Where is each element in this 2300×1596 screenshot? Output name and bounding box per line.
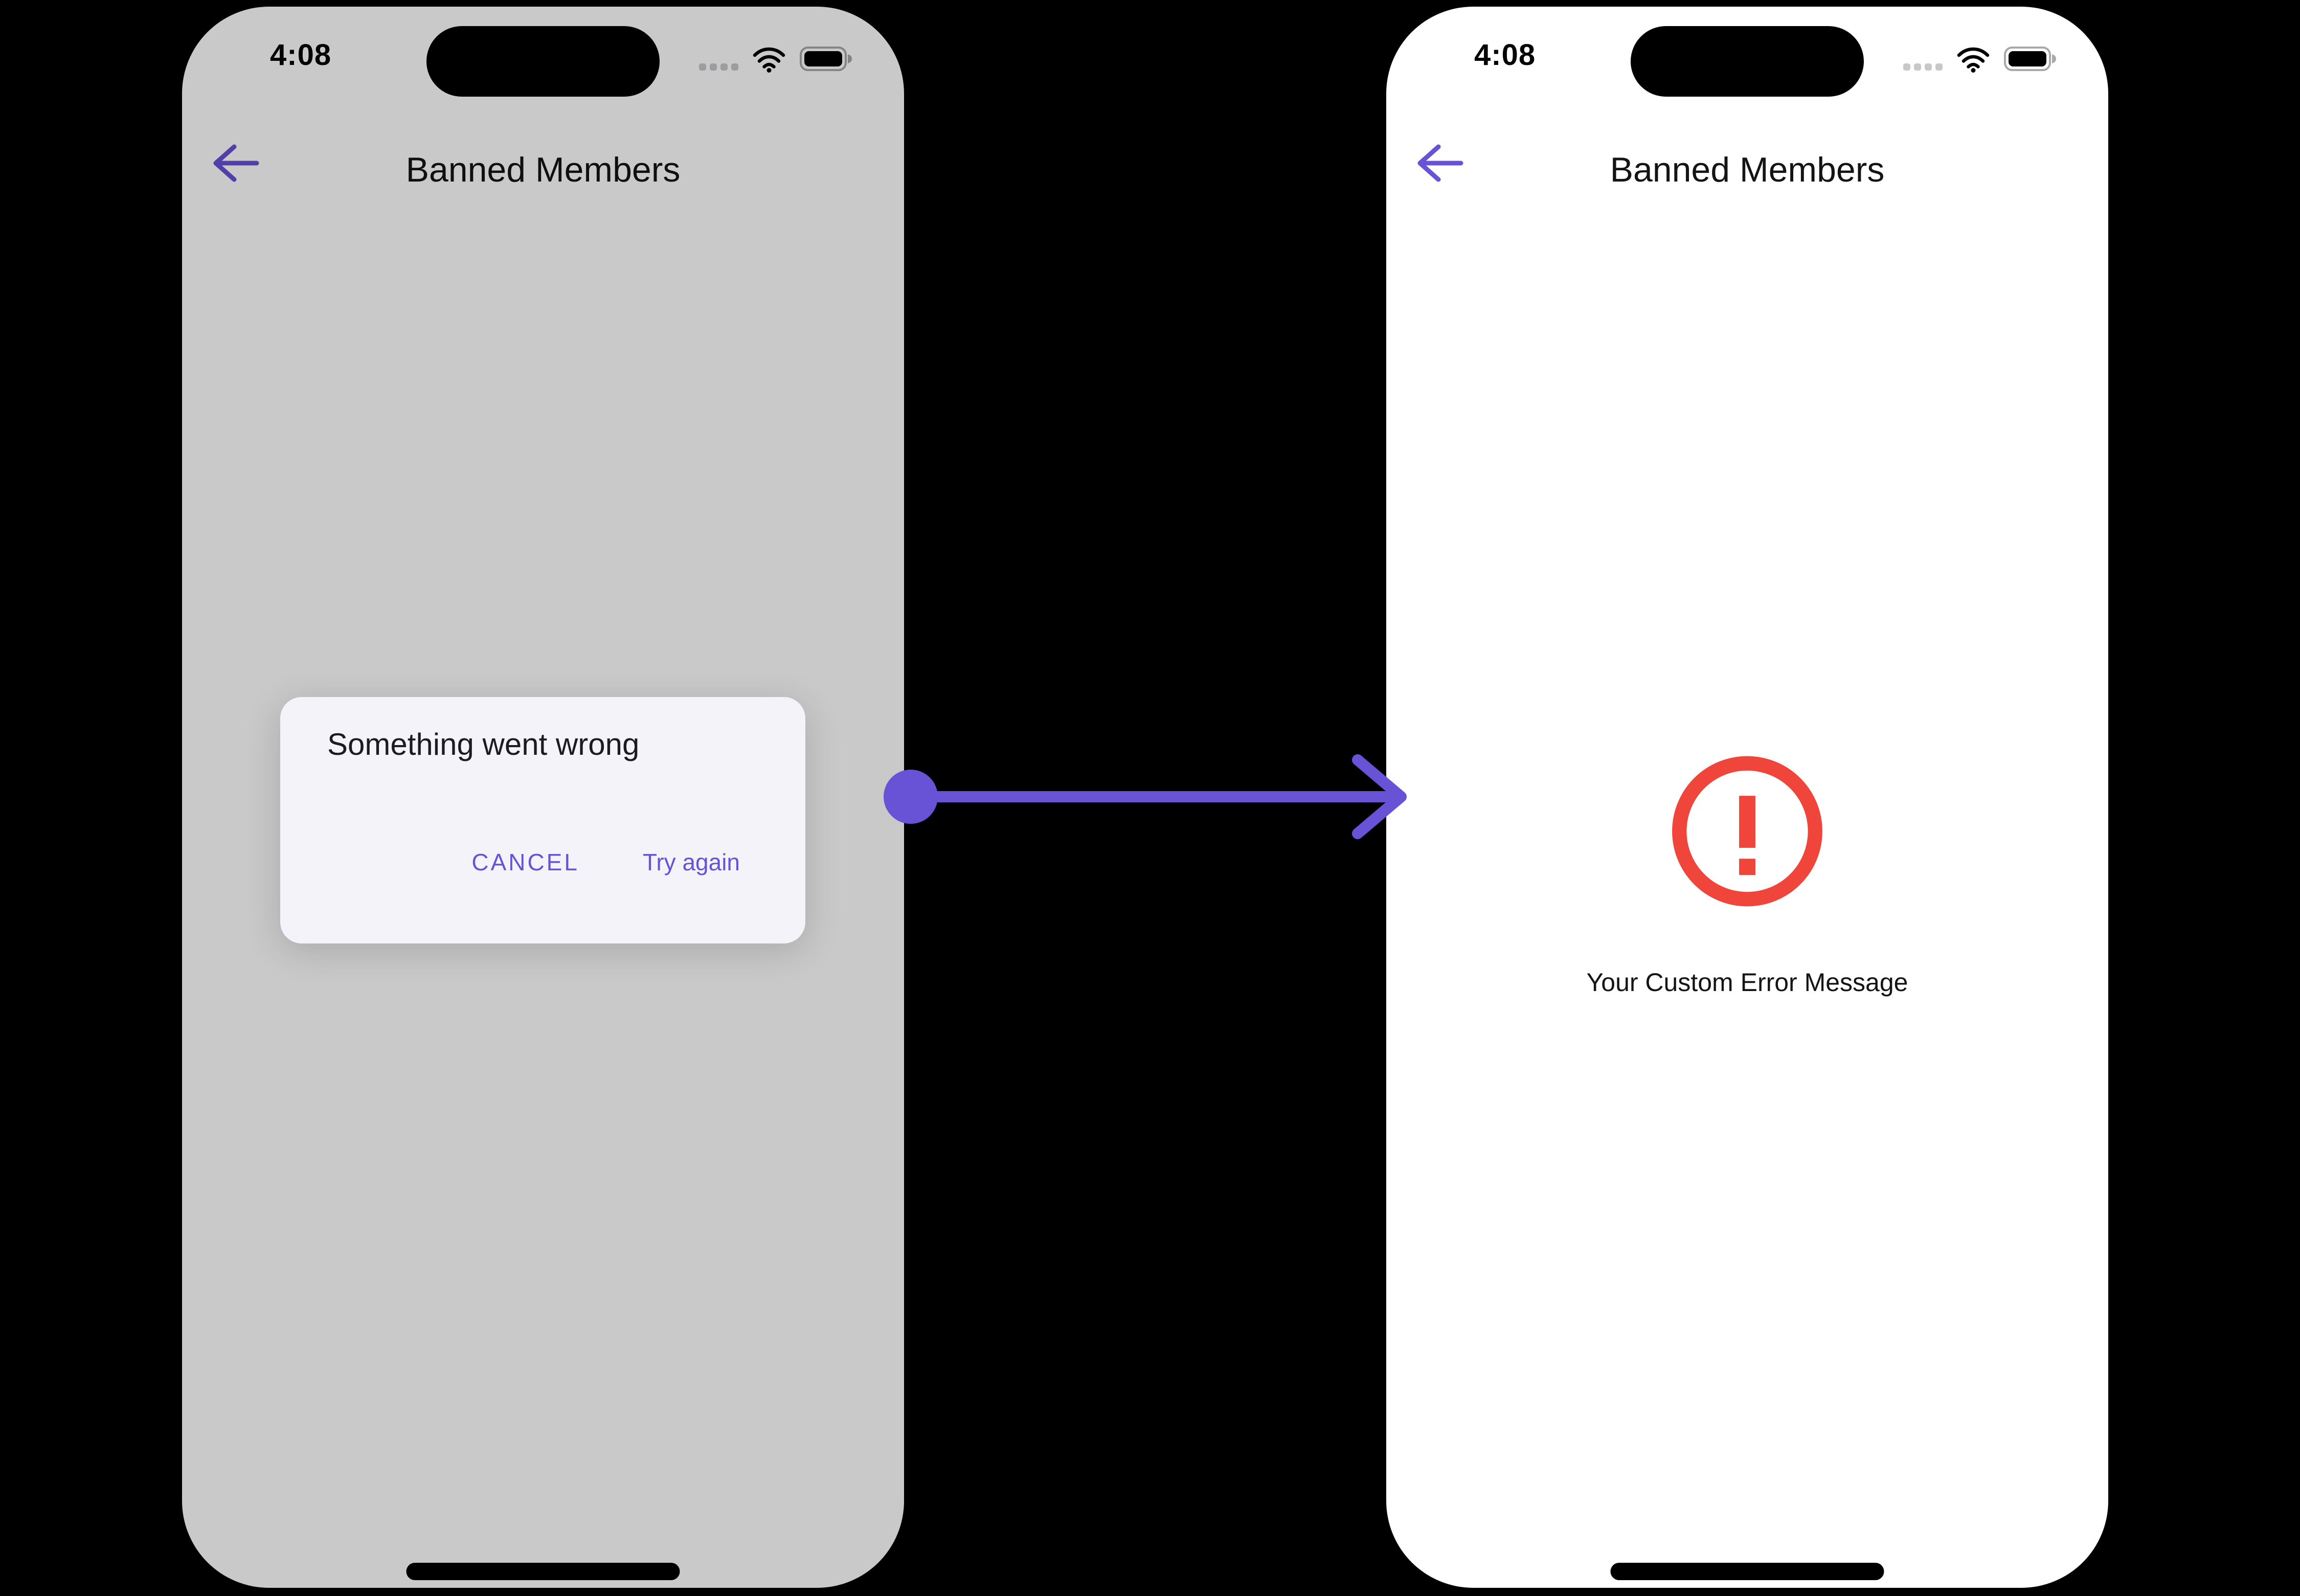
- back-arrow-icon: [213, 144, 259, 182]
- wifi-icon: [1957, 47, 1990, 73]
- home-indicator[interactable]: [1610, 1563, 1884, 1580]
- dynamic-island: [1631, 26, 1864, 97]
- dialog-title: Something went wrong: [327, 727, 640, 761]
- back-button[interactable]: [1413, 144, 1464, 183]
- status-icons: [699, 47, 852, 73]
- battery-icon: [2004, 47, 2056, 71]
- back-arrow-icon: [1417, 144, 1463, 182]
- back-button[interactable]: [209, 144, 260, 183]
- cancel-button[interactable]: CANCEL: [471, 849, 579, 875]
- error-circle-icon: [1672, 756, 1822, 907]
- battery-icon: [800, 47, 852, 71]
- error-message: Your Custom Error Message: [1586, 968, 1908, 997]
- status-icons: [1903, 47, 2056, 73]
- page-title: Banned Members: [1610, 150, 1885, 189]
- phone-left: 4:08: [182, 7, 904, 1588]
- cellular-signal-icon: [1903, 63, 1943, 71]
- time-label: 4:08: [1474, 38, 1536, 72]
- dynamic-island: [426, 26, 660, 97]
- cellular-signal-icon: [699, 63, 738, 71]
- wifi-icon: [753, 47, 785, 73]
- phone-right: 4:08: [1386, 7, 2108, 1588]
- home-indicator[interactable]: [406, 1563, 680, 1580]
- dialog-actions: CANCEL Try again: [471, 850, 740, 874]
- alert-dialog: Something went wrong CANCEL Try again: [280, 697, 805, 943]
- try-again-button[interactable]: Try again: [642, 849, 740, 875]
- time-label: 4:08: [270, 38, 332, 72]
- flow-arrow-icon: [884, 754, 1407, 839]
- error-state: Your Custom Error Message: [1386, 7, 2108, 1588]
- page-title: Banned Members: [405, 150, 681, 189]
